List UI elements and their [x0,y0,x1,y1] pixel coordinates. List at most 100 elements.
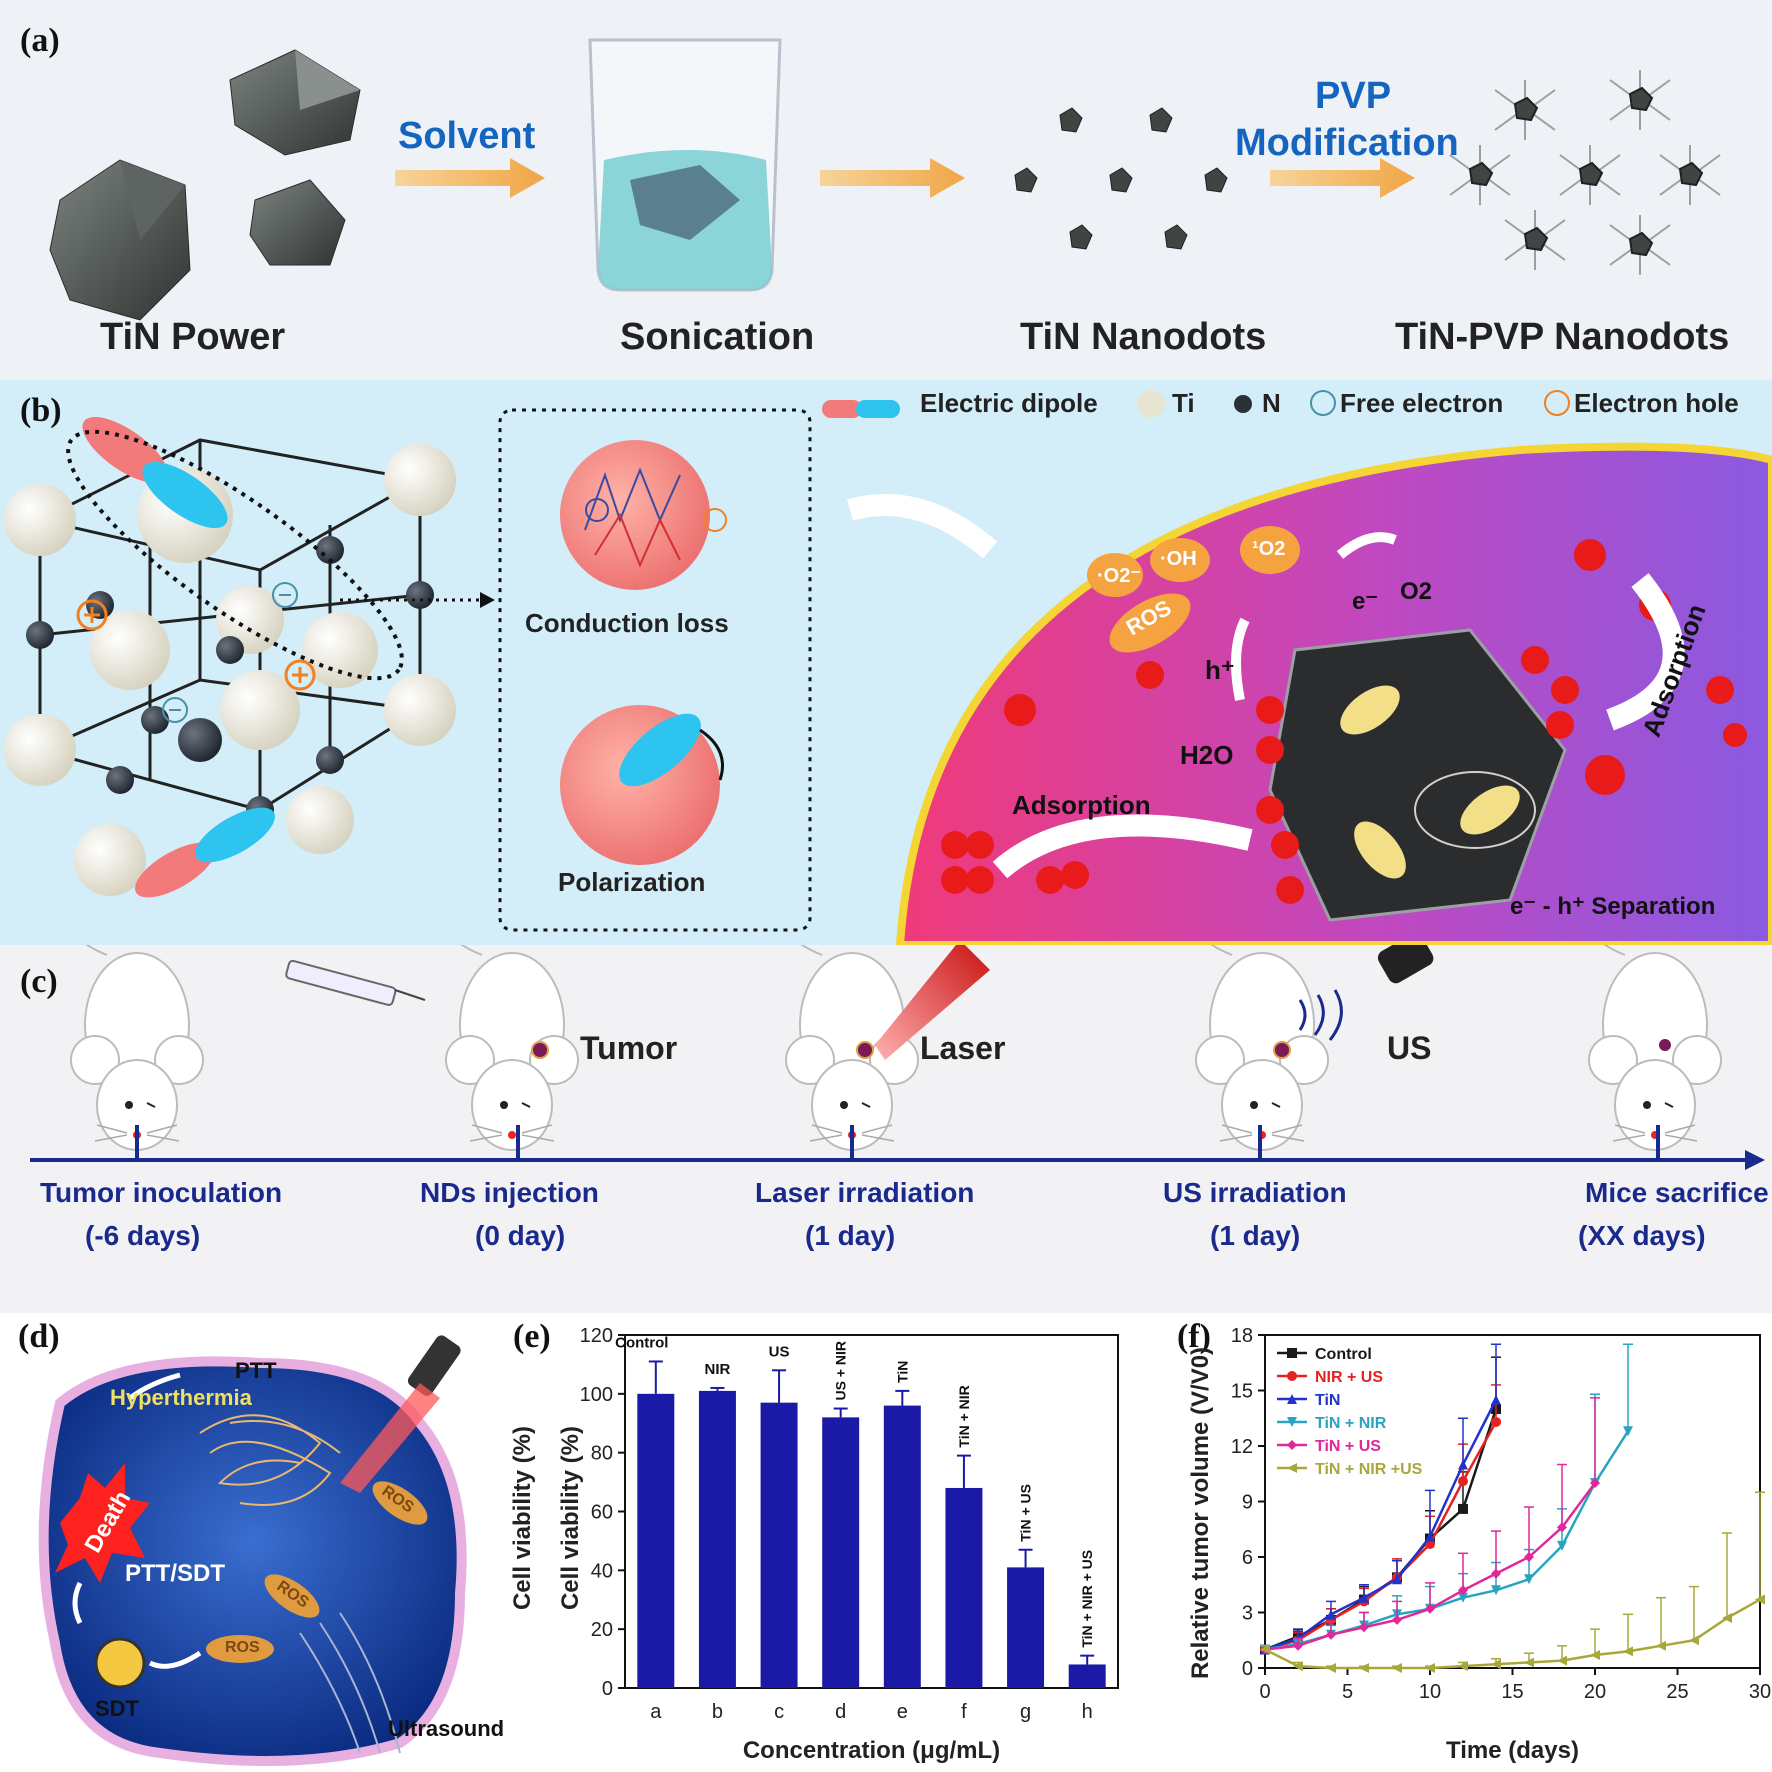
bar [883,1405,921,1688]
x-tick-label: h [1082,1701,1093,1723]
x-tick-label: c [774,1701,784,1723]
dipole-pairs-icon [1340,685,1536,879]
x-tick-label: e [897,1701,908,1723]
step-tumor-inoculation-time: (-6 days) [85,1220,201,1251]
data-point [1326,1609,1336,1620]
data-point [1458,1503,1468,1514]
legend-dipole: Electric dipole [920,388,1098,418]
y-tick-label: 40 [591,1560,613,1582]
step-mice-sacrifice-time: (XX days) [1578,1220,1706,1251]
tin-power-label: TiN Power [100,316,286,358]
electron-hole-icon [76,599,316,691]
tumor-cell-icon [38,1356,467,1766]
y-tick-label: 6 [1242,1547,1253,1569]
hole-label: h⁺ [1205,655,1235,685]
mouse-us-icon [1195,945,1329,1151]
bar-label: TiN + NIR + US [1079,1550,1095,1648]
laser-label: Laser [920,1030,1006,1066]
step-nds-injection-time: (0 day) [475,1220,566,1251]
bar [1007,1567,1045,1688]
data-point [1557,1522,1567,1533]
step-laser-irradiation-time: (1 day) [805,1220,896,1251]
ros-label-3: ROS [225,1639,260,1656]
data-point [1458,1585,1468,1596]
y-tick-label: 100 [580,1384,613,1406]
data-point [1524,1552,1534,1562]
electric-dipole-icon [82,416,275,898]
bar-label: US + NIR [833,1341,849,1401]
panel-f-label: (f) [1177,1318,1211,1355]
y-tick-label: 0 [1242,1658,1253,1680]
pvp-label: PVP [1315,75,1392,117]
mouse-sacrifice-icon [1588,945,1722,1151]
x-tick-label: f [961,1701,967,1723]
n-atoms-icon [26,536,434,824]
bar [760,1402,798,1688]
data-point [1425,1603,1435,1614]
data-point [1326,1629,1336,1640]
tin-nanodots-icon [1014,107,1228,250]
panel-d-art [38,1335,467,1766]
dipole-swatch-icon [822,400,862,418]
y-tick-label: 18 [1231,1325,1253,1347]
x-axis-label: Time (days) [1446,1737,1579,1764]
data-point [1458,1661,1468,1672]
data-point [1524,1657,1534,1668]
tumor-label: Tumor [580,1030,678,1066]
panel-c-label: (c) [20,963,58,1000]
data-point [1359,1663,1369,1673]
y-tick-label: 3 [1242,1603,1253,1625]
y-tick-label: 0 [602,1678,613,1700]
ros-arrow-icon [1336,532,1397,559]
bar-label: TiN + US [1018,1484,1034,1542]
y-axis-label-left: Cell viability (%) [509,1426,536,1610]
x-tick-label: g [1020,1701,1031,1723]
sonication-label: Sonication [620,316,815,358]
white-arrow-icon [846,494,998,559]
water-molecules-icon [941,539,1747,904]
data-point [1392,1574,1402,1585]
electron-label: e⁻ [1352,588,1379,615]
laser-beam-icon [875,945,990,1060]
x-tick-label: d [835,1701,846,1723]
panel-e-label: (e) [513,1318,551,1355]
panel-b: (b) Electric dipole Ti N Free electron E… [0,380,1772,945]
y-tick-label: 15 [1231,1381,1253,1403]
x-axis-label: Concentration (μg/mL) [743,1737,1000,1764]
data-point [1287,1371,1297,1381]
data-point [1287,1463,1297,1473]
laser-device-icon [340,1335,461,1493]
tin-pvp-nanodots-icon [1449,70,1721,275]
data-point [1392,1663,1402,1673]
legend-ti: Ti [1172,388,1195,418]
tin-nanodots-label: TiN Nanodots [1020,316,1267,358]
legend-label: Control [1315,1346,1372,1363]
panel-a: (a) Solvent PVP Modification TiN Power S… [0,0,1772,380]
y-tick-label: 120 [580,1325,613,1347]
data-point [1755,1594,1765,1605]
conduction-sphere-icon [560,440,710,590]
arrow-solvent-icon [395,158,545,198]
data-point [1425,1663,1435,1673]
mechanism-box [498,408,812,932]
step-nds-injection: NDs injection [420,1177,599,1208]
n-swatch-icon [1234,395,1252,413]
data-point [1458,1592,1468,1603]
modification-label: Modification [1235,122,1459,164]
bar [698,1390,736,1688]
legend-label: TiN + NIR +US [1315,1461,1423,1478]
ti-swatch-icon [1137,390,1165,418]
arrow-pvp-icon [1270,158,1415,198]
sdt-sphere-icon [94,1637,146,1689]
data-point [1491,1659,1501,1670]
data-point [1623,1646,1633,1657]
data-point [1287,1417,1297,1427]
bar-label: Control [615,1334,668,1351]
separation-label: e⁻ - h⁺ Separation [1510,893,1716,920]
series-line [1264,1421,1498,1651]
panel-d-label: (d) [18,1318,60,1355]
x-tick-label: 15 [1501,1681,1523,1703]
data-point [1326,1663,1336,1673]
